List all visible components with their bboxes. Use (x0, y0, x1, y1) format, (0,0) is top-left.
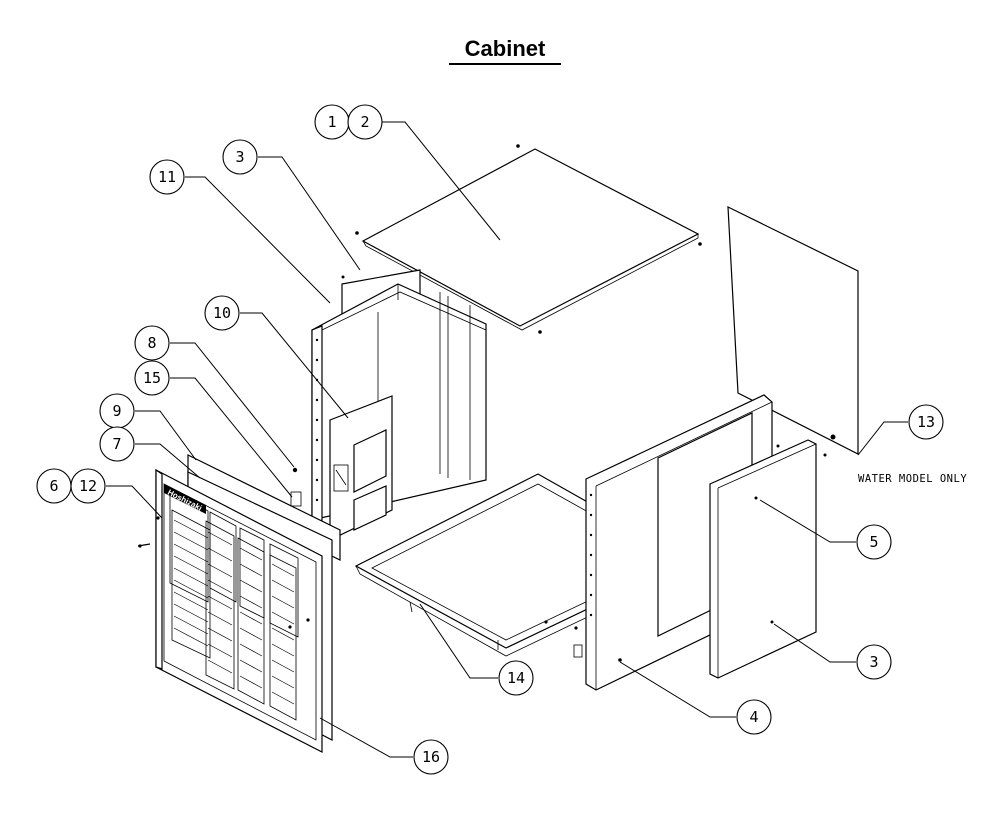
svg-text:5: 5 (869, 533, 878, 551)
callout-7: 7 (99, 426, 135, 462)
svg-text:6: 6 (49, 477, 58, 495)
front-louver-panel: Hoshizaki (137, 468, 323, 753)
screw-part (292, 467, 298, 473)
svg-text:4: 4 (749, 708, 758, 726)
callout-11: 11 (149, 159, 185, 195)
top-panel (355, 144, 702, 334)
clip-part (290, 491, 302, 507)
svg-text:16: 16 (422, 748, 440, 766)
callout-8: 8 (134, 325, 170, 361)
svg-text:3: 3 (869, 653, 878, 671)
svg-text:14: 14 (507, 669, 525, 687)
svg-text:1: 1 (327, 113, 336, 131)
svg-text:2: 2 (360, 113, 369, 131)
callout-1: 1 (314, 104, 350, 140)
callout-2: 2 (347, 104, 383, 140)
callout-15: 15 (134, 360, 170, 396)
callout-3-bottom: 3 (856, 644, 892, 680)
svg-text:7: 7 (112, 435, 121, 453)
svg-text:13: 13 (917, 413, 935, 431)
callout-14: 14 (498, 660, 534, 696)
svg-text:3: 3 (235, 148, 244, 166)
callout-13: 13 (908, 404, 944, 440)
callout-5: 5 (856, 524, 892, 560)
control-box-bracket (329, 395, 393, 541)
svg-text:10: 10 (213, 304, 231, 322)
rear-panel (727, 206, 859, 457)
svg-text:12: 12 (79, 477, 97, 495)
callout-4: 4 (736, 699, 772, 735)
callout-6: 6 (36, 468, 72, 504)
svg-text:9: 9 (112, 402, 121, 420)
callout-12: 12 (70, 468, 106, 504)
svg-text:8: 8 (147, 334, 156, 352)
callout-16: 16 (413, 739, 449, 775)
svg-text:11: 11 (158, 168, 176, 186)
leader-lines (106, 121, 908, 758)
callout-3-top: 3 (222, 139, 258, 175)
callouts: 1 2 3 11 10 8 15 9 (36, 104, 944, 775)
page-title: Cabinet (449, 36, 561, 65)
water-model-note: WATER MODEL ONLY (858, 473, 967, 485)
callout-9: 9 (99, 393, 135, 429)
svg-text:15: 15 (143, 369, 161, 387)
callout-10: 10 (204, 295, 240, 331)
right-side-panel (709, 439, 817, 679)
